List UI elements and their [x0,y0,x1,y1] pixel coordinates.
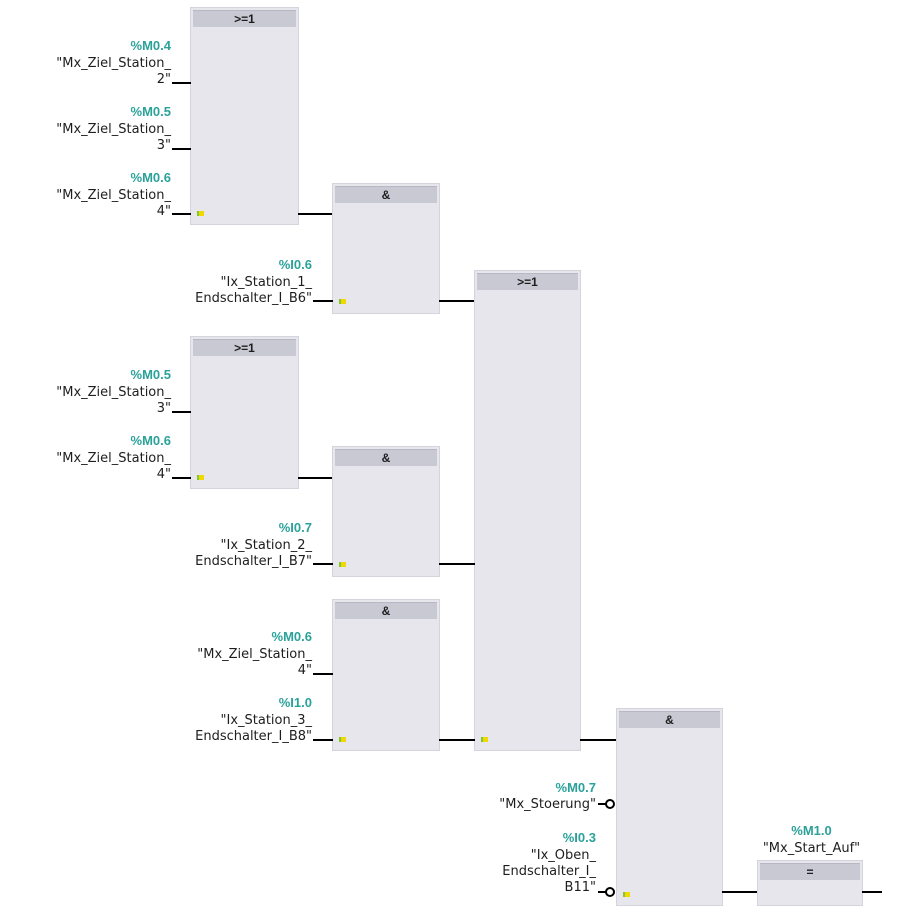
and-block-1-header: & [335,186,437,203]
enable-marker [339,299,346,304]
enable-marker [197,211,204,216]
input-wire [598,803,607,805]
enable-marker [339,737,346,742]
input-wire [313,300,333,302]
input-wire [172,82,191,84]
output-wire [439,300,475,302]
and-block-2[interactable]: & [332,446,440,577]
assign-block-header: = [760,863,860,880]
operand-symbol: "Mx_Ziel_Station_ 4" [56,188,171,219]
coil-address: %M1.0 [791,823,832,838]
operand-address: %I0.6 [278,257,312,272]
enable-marker [481,737,488,742]
operand-symbol: "Ix_Station_1_ Endschalter_I_B6" [195,275,312,306]
operand-symbol: "Ix_Station_3_ Endschalter_I_B8" [195,713,312,744]
and-block-3[interactable]: & [332,599,440,751]
assign-block[interactable]: = [757,860,863,906]
operand-symbol: "Mx_Ziel_Station_ 3" [56,385,171,416]
operand-address: %M0.5 [130,367,171,382]
coil-symbol: "Mx_Start_Auf" [762,841,861,856]
operand-address: %M0.6 [130,433,171,448]
operand-address: %I0.7 [278,520,312,535]
operand-symbol: "Mx_Ziel_Station_ 4" [56,451,171,482]
or-block-main-header: >=1 [477,273,578,290]
and-block-final[interactable]: & [616,708,723,906]
operand-address: %I0.3 [562,830,596,845]
operand-address: %M0.7 [555,780,596,795]
and-block-final-header: & [619,711,720,728]
or-block-1-header: >=1 [193,10,296,27]
input-wire [172,411,191,413]
enable-marker [339,562,346,567]
input-wire [313,563,333,565]
and-block-1[interactable]: & [332,183,440,314]
output-wire [580,739,617,741]
or-block-1[interactable]: >=1 [190,7,299,225]
input-wire [172,148,191,150]
operand-symbol: "Mx_Stoerung" [499,797,596,812]
enable-marker [623,892,630,897]
or-block-2-header: >=1 [193,339,296,356]
enable-marker [197,475,204,480]
or-block-main[interactable]: >=1 [474,270,581,751]
operand-symbol: "Mx_Ziel_Station_ 3" [56,122,171,153]
operand-address: %M0.4 [130,38,171,53]
operand-address: %M0.6 [130,170,171,185]
operand-symbol: "Ix_Oben_ Endschalter_I_ B11" [502,848,596,895]
output-wire [862,891,882,893]
operand-address: %I1.0 [278,695,312,710]
input-wire [313,673,333,675]
input-wire [172,477,191,479]
input-wire [172,213,191,215]
and-block-2-header: & [335,449,437,466]
operand-symbol: "Ix_Station_2_ Endschalter_I_B7" [195,538,312,569]
and-block-3-header: & [335,602,437,619]
operand-address: %M0.6 [271,629,312,644]
operand-address: %M0.5 [130,104,171,119]
negation-circle [605,887,615,897]
operand-symbol: "Mx_Ziel_Station_ 4" [197,647,312,678]
negation-circle [605,799,615,809]
operand-symbol: "Mx_Ziel_Station_ 2" [56,56,171,87]
output-wire [439,563,475,565]
input-wire [313,739,333,741]
or-block-2[interactable]: >=1 [190,336,299,489]
output-wire [722,891,758,893]
output-wire [298,477,333,479]
output-wire [439,739,475,741]
input-wire [598,891,607,893]
output-wire [298,213,333,215]
